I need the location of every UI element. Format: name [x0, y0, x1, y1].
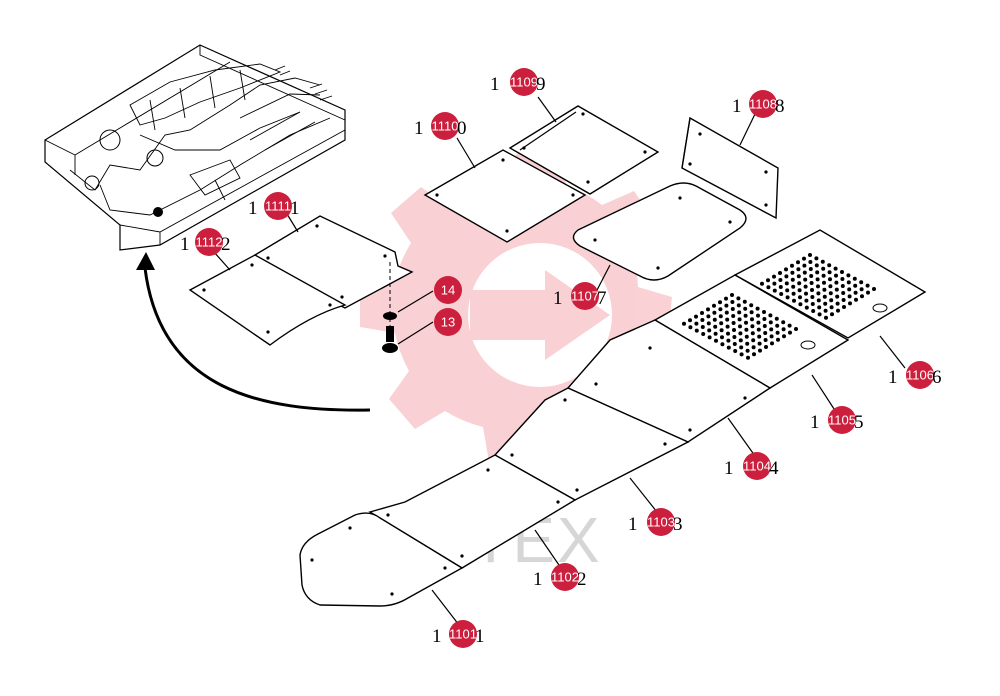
svg-text:1: 1 [180, 234, 190, 255]
plate-1110 [423, 149, 587, 243]
svg-text:2: 2 [577, 569, 587, 590]
svg-text:1: 1 [810, 412, 820, 433]
callout-1101[interactable]: 1 1101 1 [432, 620, 485, 648]
svg-text:8: 8 [775, 96, 785, 117]
svg-text:5: 5 [854, 412, 864, 433]
svg-text:3: 3 [673, 514, 683, 535]
plate-1109 [508, 105, 660, 195]
callout-1111[interactable]: 1 1111 1 [248, 192, 300, 220]
plate-1112 [188, 254, 347, 346]
svg-text:1: 1 [414, 118, 424, 139]
svg-text:4: 4 [769, 458, 779, 479]
svg-text:0: 0 [457, 118, 467, 139]
svg-text:1: 1 [432, 626, 442, 647]
svg-text:1: 1 [490, 74, 500, 95]
svg-text:6: 6 [932, 367, 942, 388]
plate-1101 [299, 512, 464, 607]
plate-1108 [681, 116, 779, 220]
svg-text:1: 1 [732, 96, 742, 117]
assembly-arrow [136, 252, 371, 412]
svg-text:1: 1 [533, 569, 543, 590]
callout-1110[interactable]: 1 1110 0 [414, 112, 467, 140]
vent-grid-1105 [682, 293, 798, 360]
plate-1106 [733, 229, 927, 339]
svg-text:1: 1 [290, 198, 300, 219]
svg-text:7: 7 [597, 288, 607, 309]
svg-text:1: 1 [553, 288, 563, 309]
svg-text:2: 2 [221, 234, 231, 255]
callout-1104[interactable]: 1 1104 4 [724, 452, 779, 480]
callout-1103[interactable]: 1 1103 3 [628, 508, 683, 536]
svg-text:1: 1 [628, 514, 638, 535]
callout-1109[interactable]: 1 1109 9 [490, 68, 546, 96]
callout-1108[interactable]: 1 1108 8 [732, 90, 785, 118]
svg-text:9: 9 [536, 74, 546, 95]
svg-text:1: 1 [888, 367, 898, 388]
callout-13[interactable]: 13 [434, 308, 462, 336]
callout-1106[interactable]: 1 1106 6 [888, 361, 942, 389]
callout-1112[interactable]: 1 1112 2 [180, 228, 231, 256]
svg-text:1: 1 [475, 626, 485, 647]
washer-and-bolt [382, 262, 398, 353]
callout-1105[interactable]: 1 1105 5 [810, 406, 864, 434]
svg-text:1: 1 [248, 198, 258, 219]
leader-lines [213, 96, 906, 626]
machine-frame-illustration [44, 44, 346, 251]
plate-1105 [653, 274, 850, 389]
plate-1107 [572, 182, 747, 281]
callout-14[interactable]: 14 [434, 276, 462, 304]
vent-grid-1106 [760, 253, 876, 320]
svg-text:1: 1 [724, 458, 734, 479]
